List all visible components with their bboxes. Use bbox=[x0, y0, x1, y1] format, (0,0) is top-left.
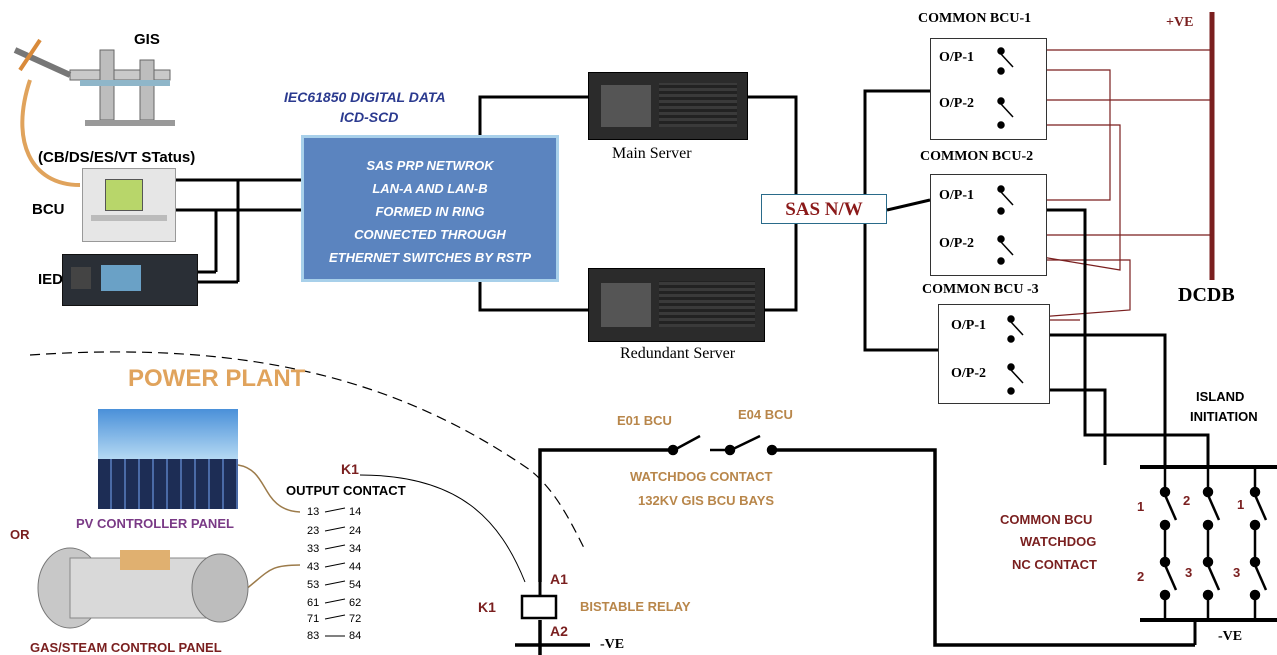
bcu2-op2: O/P-2 bbox=[939, 236, 974, 251]
bcu-label: BCU bbox=[32, 201, 65, 218]
k1-top-label: K1 bbox=[341, 461, 359, 477]
relay-a1: A1 bbox=[550, 571, 568, 587]
box-line-1: SAS PRP NETWROK bbox=[366, 158, 494, 173]
contact-b-1: 14 bbox=[349, 506, 362, 518]
nc-num-3a: 3 bbox=[1185, 565, 1193, 580]
relay-label: BISTABLE RELAY bbox=[580, 599, 691, 614]
box-line-5: ETHERNET SWITCHES BY RSTP bbox=[328, 250, 531, 265]
island-line-2: INITIATION bbox=[1190, 409, 1258, 424]
relay-k1: K1 bbox=[478, 599, 496, 615]
common-bcu-2-box: O/P-1 O/P-2 bbox=[930, 174, 1047, 276]
pv-panel-image bbox=[98, 409, 238, 509]
gis-equipment-image bbox=[10, 30, 190, 140]
box-line-4: CONNECTED THROUGH bbox=[354, 227, 506, 242]
gas-turbine-image bbox=[30, 540, 280, 635]
sas-network-box: SAS PRP NETWROK LAN-A AND LAN-B FORMED I… bbox=[301, 135, 559, 282]
ied-label: IED bbox=[38, 271, 64, 288]
nc-num-1a: 1 bbox=[1137, 499, 1145, 514]
contact-b-3: 34 bbox=[349, 543, 362, 555]
redundant-server-label: Redundant Server bbox=[620, 345, 736, 362]
nc-line-1: COMMON BCU bbox=[1000, 512, 1093, 527]
contact-b-8: 84 bbox=[349, 630, 362, 642]
contact-b-5: 54 bbox=[349, 579, 362, 591]
minus-ve-right: -VE bbox=[1218, 629, 1243, 644]
plus-ve-label: +VE bbox=[1166, 15, 1194, 30]
bcu3-op2: O/P-2 bbox=[951, 366, 986, 381]
e01-label: E01 BCU bbox=[617, 413, 672, 428]
bcu3-op1: O/P-1 bbox=[951, 318, 986, 333]
box-line-2: LAN-A AND LAN-B bbox=[372, 181, 488, 196]
bcu1-title: COMMON BCU-1 bbox=[918, 11, 1032, 26]
island-line-1: ISLAND bbox=[1196, 389, 1245, 404]
bcu-device-image bbox=[82, 168, 176, 242]
nc-num-1b: 1 bbox=[1237, 497, 1245, 512]
common-bcu-3-box: O/P-1 O/P-2 bbox=[938, 304, 1050, 404]
minus-ve-relay: -VE bbox=[600, 637, 625, 652]
output-contact-label: OUTPUT CONTACT bbox=[286, 483, 406, 498]
redundant-server-image bbox=[588, 268, 765, 342]
common-bcu-1-box: O/P-1 O/P-2 bbox=[930, 38, 1047, 140]
status-label: (CB/DS/ES/VT STatus) bbox=[38, 149, 196, 166]
nc-num-2a: 2 bbox=[1183, 493, 1191, 508]
bcu2-title: COMMON BCU-2 bbox=[920, 149, 1034, 164]
nc-num-3b: 3 bbox=[1233, 565, 1241, 580]
contact-a-5: 53 bbox=[307, 579, 320, 591]
gis-label: GIS bbox=[134, 31, 160, 48]
relay-a2: A2 bbox=[550, 623, 568, 639]
power-plant-title: POWER PLANT bbox=[128, 365, 306, 392]
nc-line-2: WATCHDOG bbox=[1020, 534, 1097, 549]
nc-line-3: NC CONTACT bbox=[1012, 557, 1097, 572]
contact-a-8: 83 bbox=[307, 630, 320, 642]
bcu1-op2: O/P-2 bbox=[939, 96, 974, 111]
gas-label: GAS/STEAM CONTROL PANEL bbox=[30, 640, 222, 655]
contact-a-1: 13 bbox=[307, 506, 320, 518]
bcu2-op1: O/P-1 bbox=[939, 188, 974, 203]
e04-label: E04 BCU bbox=[738, 407, 793, 422]
contact-a-2: 23 bbox=[307, 525, 320, 537]
sas-nw-box: SAS N/W bbox=[761, 194, 887, 224]
contact-a-7: 71 bbox=[307, 613, 320, 625]
iec-line-2: ICD-SCD bbox=[340, 109, 399, 125]
ied-device-image bbox=[62, 254, 198, 306]
watchdog-line-1: WATCHDOG CONTACT bbox=[630, 469, 773, 484]
watchdog-line-2: 132KV GIS BCU BAYS bbox=[638, 493, 775, 508]
bcu3-title: COMMON BCU -3 bbox=[922, 282, 1039, 297]
box-line-3: FORMED IN RING bbox=[375, 204, 485, 219]
nc-num-2b: 2 bbox=[1137, 569, 1145, 584]
contact-a-4: 43 bbox=[307, 561, 320, 573]
contact-a-6: 61 bbox=[307, 597, 320, 609]
contact-b-6: 62 bbox=[349, 597, 362, 609]
pv-label: PV CONTROLLER PANEL bbox=[76, 516, 234, 531]
bcu1-op1: O/P-1 bbox=[939, 50, 974, 65]
main-server-image bbox=[588, 72, 748, 140]
or-label: OR bbox=[10, 527, 30, 542]
contact-b-7: 72 bbox=[349, 613, 362, 625]
dcdb-label: DCDB bbox=[1178, 284, 1235, 306]
iec-line-1: IEC61850 DIGITAL DATA bbox=[284, 89, 446, 105]
contact-b-2: 24 bbox=[349, 525, 362, 537]
contact-b-4: 44 bbox=[349, 561, 362, 573]
main-server-label: Main Server bbox=[612, 145, 692, 162]
contact-a-3: 33 bbox=[307, 543, 320, 555]
